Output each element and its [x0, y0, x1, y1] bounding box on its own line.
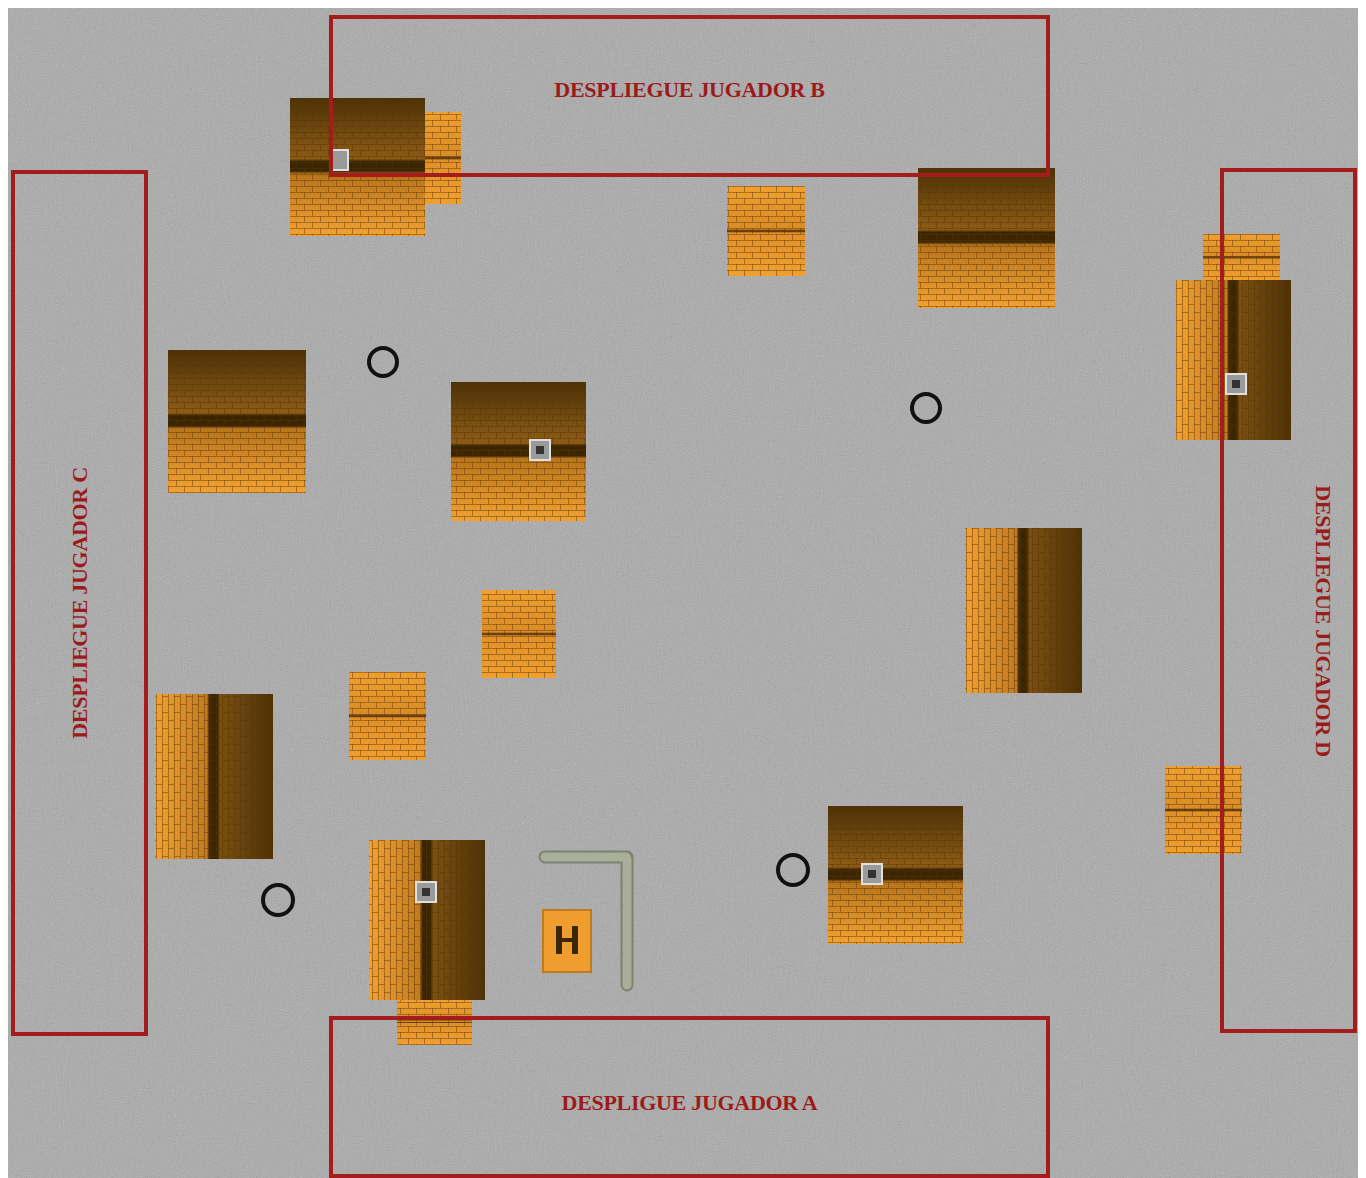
chimney-hole — [422, 888, 430, 896]
roof-tiles — [1203, 234, 1280, 280]
crate-mark — [556, 938, 578, 942]
chimney — [416, 882, 436, 902]
chimney — [530, 440, 550, 460]
building-annex — [397, 1000, 472, 1045]
chimney — [862, 864, 882, 884]
building-roof — [155, 694, 273, 859]
roof-tiles — [828, 806, 963, 944]
roof-tiles — [1176, 280, 1291, 440]
building-roof — [168, 350, 306, 493]
zone-label: DESPLIEGUE JUGADOR B — [554, 79, 824, 101]
building-roof — [451, 382, 586, 521]
zone-label: DESPLIGUE JUGADOR A — [562, 1092, 818, 1114]
objective-ring — [369, 348, 397, 376]
deployment-zone: DESPLIEGUE JUGADOR C — [11, 170, 148, 1036]
building-roof — [1165, 766, 1242, 854]
ground-texture — [8, 8, 1358, 1178]
roof-tiles — [918, 168, 1055, 308]
roof-tiles — [349, 672, 426, 760]
building-annex — [425, 112, 461, 204]
ground — [8, 8, 1358, 1178]
roof-tiles — [482, 590, 556, 678]
roof-tiles — [965, 528, 1082, 693]
roof-tiles — [369, 840, 485, 1000]
roof-tiles — [1165, 766, 1242, 854]
chimney-hole — [1232, 380, 1240, 388]
building-roof — [482, 590, 556, 678]
building-roof — [918, 168, 1055, 308]
roof-tiles — [451, 382, 586, 521]
objective-ring — [912, 394, 940, 422]
roof-tiles — [727, 186, 805, 276]
wall-stones — [545, 857, 627, 985]
building-roof — [1176, 280, 1291, 440]
stone-wall — [545, 857, 627, 985]
chimney-hole — [868, 870, 876, 878]
deployment-zone: DESPLIEGUE JUGADOR D — [1220, 168, 1357, 1033]
roof-tiles — [397, 1000, 472, 1045]
deployment-zone: DESPLIEGUE JUGADOR B — [329, 15, 1050, 177]
building-annex — [1203, 234, 1280, 280]
roof-tiles — [168, 350, 306, 493]
building-roof — [828, 806, 963, 944]
zone-label: DESPLIEGUE JUGADOR C — [69, 467, 91, 738]
building-roof — [290, 98, 425, 236]
chimney-hole — [536, 446, 544, 454]
roof-tiles — [425, 112, 461, 204]
zone-label: DESPLIEGUE JUGADOR D — [1312, 485, 1334, 756]
roof-tiles — [155, 694, 273, 859]
objective-ring — [263, 885, 293, 915]
building-roof — [349, 672, 426, 760]
building-roof — [727, 186, 805, 276]
objective-ring — [778, 855, 808, 885]
deployment-zone: DESPLIGUE JUGADOR A — [329, 1016, 1050, 1178]
crate — [543, 910, 591, 972]
building-roof — [965, 528, 1082, 693]
roof-tiles — [290, 98, 425, 236]
building-roof — [369, 840, 485, 1000]
chimney — [1226, 374, 1246, 394]
